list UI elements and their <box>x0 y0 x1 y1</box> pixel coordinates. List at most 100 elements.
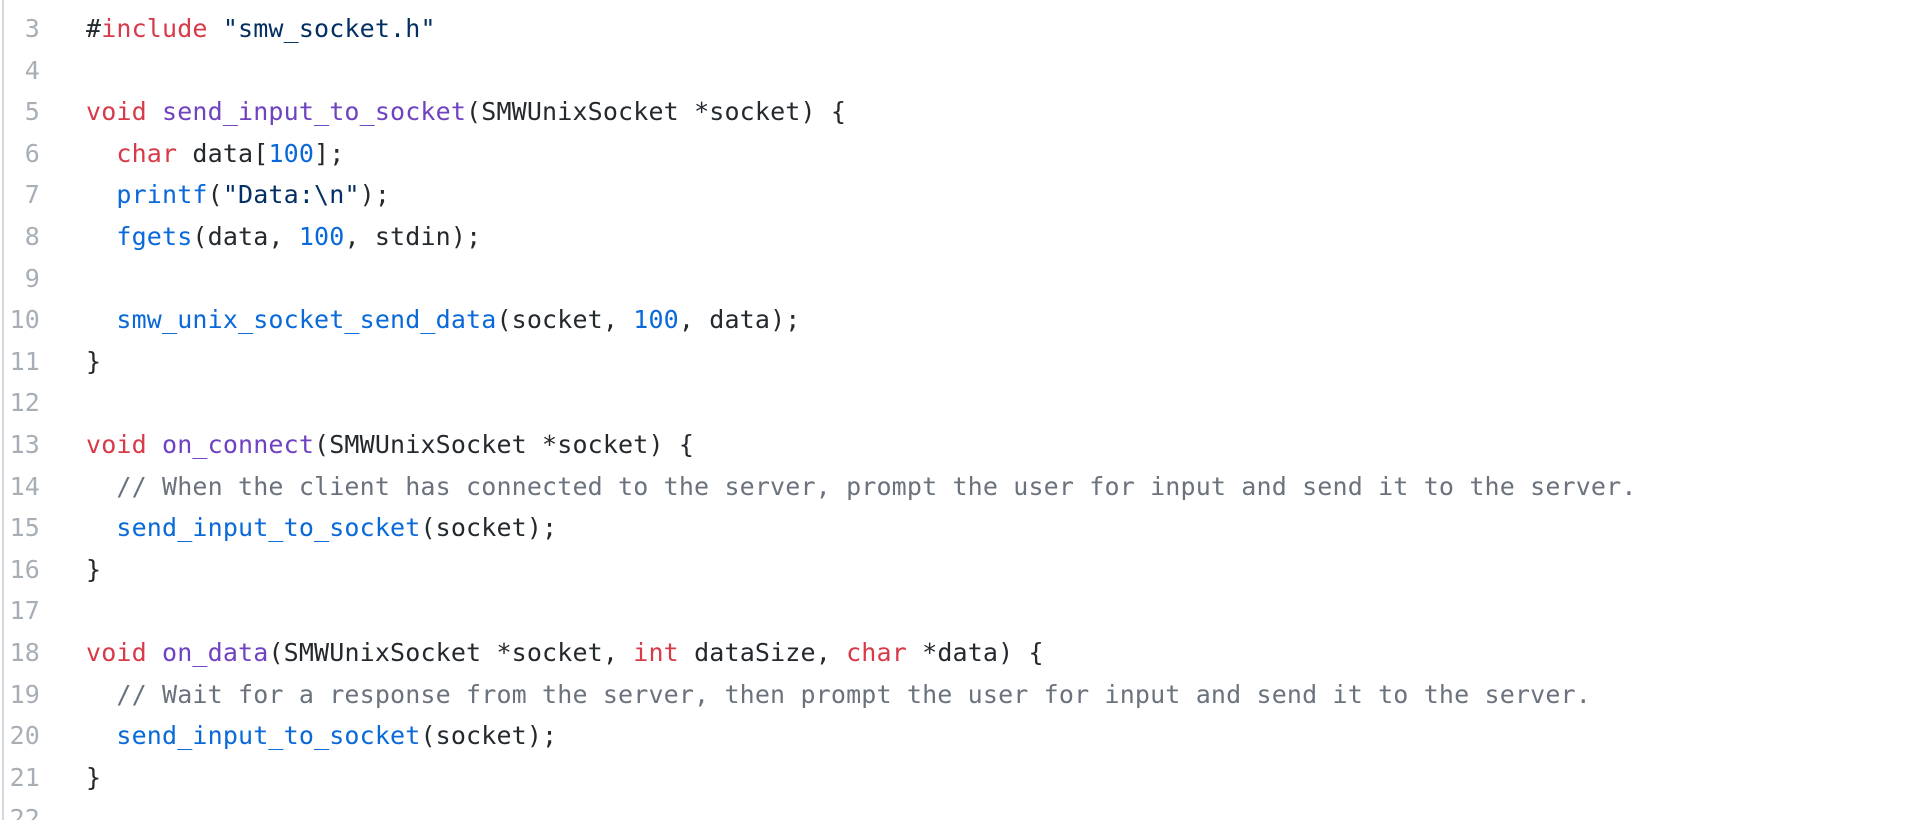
token-plain <box>86 180 116 209</box>
token-keyword: int <box>633 637 679 667</box>
token-keyword: include <box>101 14 208 43</box>
token-keyword: char <box>846 637 907 667</box>
code-line: 22 <box>0 798 1920 820</box>
token-call: send_input_to_socket <box>116 513 421 543</box>
code-line: 13 void on_connect(SMWUnixSocket *socket)… <box>0 424 1920 466</box>
line-number[interactable]: 3 <box>24 14 40 43</box>
line-number[interactable]: 8 <box>24 221 40 251</box>
line-number[interactable]: 14 <box>9 471 40 501</box>
token-call: smw_unix_socket_send_data <box>116 305 497 335</box>
token-keyword: void <box>86 637 147 667</box>
token-number: 100 <box>268 138 315 168</box>
line-number[interactable]: 9 <box>24 263 40 293</box>
token-plain: (data, <box>192 221 299 251</box>
line-number[interactable]: 20 <box>9 721 40 751</box>
token-string: "smw_socket.h" <box>222 14 436 43</box>
line-number[interactable]: 12 <box>9 388 40 418</box>
code-line: 6 char data[100]; <box>0 133 1920 175</box>
token-plain <box>147 97 162 126</box>
token-keyword: void <box>86 97 147 127</box>
token-plain: (SMWUnixSocket *socket) { <box>314 429 695 459</box>
code-text: // Wait for a response from the server, … <box>86 674 1591 716</box>
token-plain <box>86 721 116 750</box>
line-number[interactable]: 16 <box>9 554 40 584</box>
code-line: 8 fgets(data, 100, stdin); <box>0 216 1920 258</box>
token-plain: ]; <box>314 138 345 168</box>
token-plain: } <box>86 554 102 584</box>
token-keyword: void <box>86 429 147 459</box>
code-line: 15 send_input_to_socket(socket); <box>0 507 1920 549</box>
code-text: smw_unix_socket_send_data(socket, 100, d… <box>86 299 801 341</box>
token-plain <box>86 139 116 168</box>
line-number[interactable]: 10 <box>9 305 40 335</box>
code-text: } <box>86 757 101 799</box>
token-call: printf <box>116 180 208 210</box>
line-number[interactable]: 5 <box>24 97 40 127</box>
token-plain: (socket); <box>420 513 558 543</box>
line-number[interactable]: 18 <box>9 637 40 667</box>
line-number[interactable]: 19 <box>9 679 40 709</box>
token-call: send_input_to_socket <box>116 721 421 751</box>
code-text: char data[100]; <box>86 133 344 175</box>
code-text: fgets(data, 100, stdin); <box>86 216 481 258</box>
token-plain: (socket); <box>420 721 558 751</box>
token-plain <box>147 638 162 667</box>
token-number: 100 <box>633 305 679 335</box>
line-number[interactable]: 7 <box>24 180 40 210</box>
line-number[interactable]: 22 <box>9 804 40 820</box>
token-plain <box>86 305 116 334</box>
code-text: #include "smw_socket.h" <box>86 8 436 50</box>
code-line: 10 smw_unix_socket_send_data(socket, 100… <box>0 299 1920 341</box>
code-text: void on_data(SMWUnixSocket *socket, int … <box>86 632 1044 674</box>
token-plain <box>86 222 116 251</box>
code-text: void send_input_to_socket(SMWUnixSocket … <box>86 91 846 133</box>
token-plain: (socket, <box>496 305 634 335</box>
line-number[interactable]: 13 <box>9 429 40 459</box>
token-plain: (SMWUnixSocket *socket) { <box>466 97 847 127</box>
code-lines: 3 #include "smw_socket.h" 4 5 void send_inpu… <box>0 8 1920 820</box>
line-number[interactable]: 21 <box>9 762 40 792</box>
code-text: printf("Data:\n"); <box>86 174 390 216</box>
token-plain <box>86 680 116 709</box>
line-number[interactable]: 6 <box>24 138 40 168</box>
code-line: 11} <box>0 341 1920 383</box>
code-line: 4 <box>0 50 1920 92</box>
panel-left-border <box>2 0 4 820</box>
token-plain: , stdin); <box>344 221 482 251</box>
token-call: fgets <box>116 221 193 251</box>
token-plain: ( <box>207 180 223 210</box>
code-text: void on_connect(SMWUnixSocket *socket) { <box>86 424 694 466</box>
code-line: 17 <box>0 590 1920 632</box>
token-plain <box>86 472 116 501</box>
token-function: on_data <box>162 637 269 667</box>
code-line: 19 // Wait for a response from the serve… <box>0 674 1920 716</box>
code-text: send_input_to_socket(socket); <box>86 715 557 757</box>
token-plain: } <box>86 346 102 376</box>
token-function: send_input_to_socket <box>162 97 467 127</box>
token-keyword: char <box>116 138 178 168</box>
code-text: send_input_to_socket(socket); <box>86 507 557 549</box>
code-line: 16} <box>0 549 1920 591</box>
code-text: // When the client has connected to the … <box>86 466 1637 508</box>
token-plain: } <box>86 762 102 792</box>
line-number[interactable]: 4 <box>24 55 40 85</box>
line-number[interactable]: 11 <box>9 346 40 376</box>
code-line: 5 void send_input_to_socket(SMWUnixSocket… <box>0 91 1920 133</box>
token-plain: dataSize, <box>678 637 847 667</box>
token-plain: (SMWUnixSocket *socket, <box>268 637 634 667</box>
code-line: 12 <box>0 382 1920 424</box>
token-number: 100 <box>298 221 345 251</box>
token-plain <box>147 430 162 459</box>
line-number[interactable]: 15 <box>9 513 40 543</box>
code-line: 3 #include "smw_socket.h" <box>0 8 1920 50</box>
token-plain: data[ <box>177 138 269 168</box>
code-line: 14 // When the client has connected to t… <box>0 466 1920 508</box>
line-number[interactable]: 17 <box>9 596 40 626</box>
code-line: 7 printf("Data:\n"); <box>0 174 1920 216</box>
code-line: 20 send_input_to_socket(socket); <box>0 715 1920 757</box>
code-text: } <box>86 549 101 591</box>
token-function: on_connect <box>162 429 315 459</box>
code-line: 18 void on_data(SMWUnixSocket *socket, in… <box>0 632 1920 674</box>
token-comment: // Wait for a response from the server, … <box>116 679 1591 709</box>
